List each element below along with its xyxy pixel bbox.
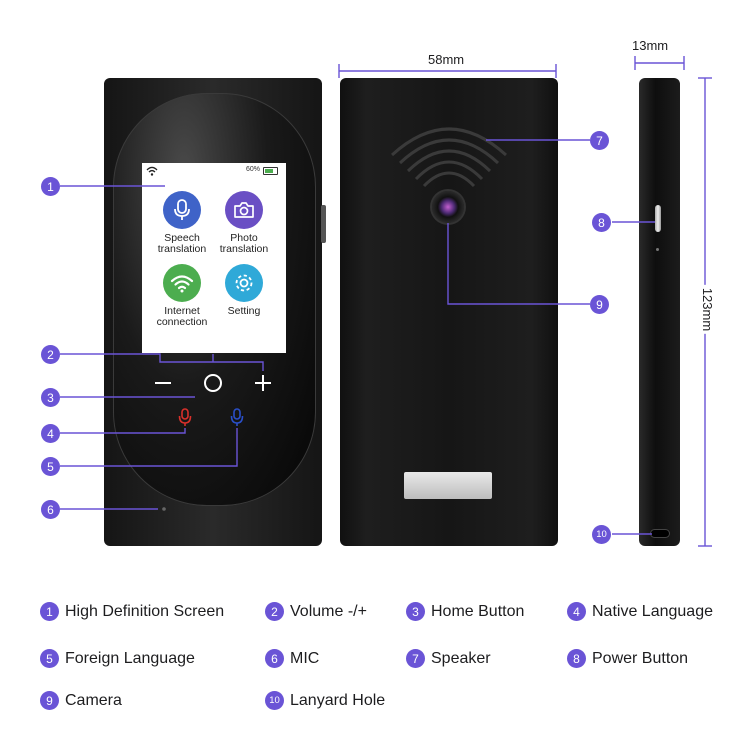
app-photo-translation[interactable]: Photo translation <box>199 191 289 255</box>
wifi-status-icon <box>146 166 158 176</box>
legend-label: Speaker <box>431 649 491 667</box>
legend-badge: 1 <box>40 602 59 621</box>
battery-icon <box>263 167 278 175</box>
callout-badge-9: 9 <box>590 295 609 314</box>
legend-label: Foreign Language <box>65 649 195 667</box>
callout-badge-10: 10 <box>592 525 611 544</box>
app-label-line2: translation <box>157 243 207 255</box>
callout-badge-8: 8 <box>592 213 611 232</box>
legend-label: Native Language <box>592 602 713 620</box>
legend-badge: 9 <box>40 691 59 710</box>
legend-label: Volume -/+ <box>290 602 367 620</box>
legend-item: 9 Camera <box>40 691 122 710</box>
volume-down-button[interactable] <box>153 373 173 393</box>
camera-lens <box>432 191 464 223</box>
depth-dimension-label: 13mm <box>632 38 669 53</box>
legend-label: MIC <box>290 649 320 667</box>
legend-badge: 10 <box>265 691 284 710</box>
lanyard-plate <box>404 472 492 499</box>
app-internet-connection[interactable]: Internet connection <box>137 264 227 328</box>
legend-item: 3 Home Button <box>406 602 524 621</box>
legend-label: Home Button <box>431 602 525 620</box>
width-dimension-label: 58mm <box>424 52 469 67</box>
legend-badge: 5 <box>40 649 59 668</box>
volume-up-button[interactable] <box>253 373 273 393</box>
legend-badge: 7 <box>406 649 425 668</box>
side-hole <box>656 248 659 251</box>
native-language-mic-button[interactable] <box>176 405 194 429</box>
microphone-icon <box>163 191 201 229</box>
legend-label: Camera <box>65 691 122 709</box>
legend-item: 4 Native Language <box>567 602 713 621</box>
app-label-line1: Internet <box>164 305 200 317</box>
legend-label: Lanyard Hole <box>290 691 386 709</box>
legend-badge: 6 <box>265 649 284 668</box>
callout-badge-7: 7 <box>590 131 609 150</box>
callout-badge-4: 4 <box>41 424 60 443</box>
legend-label: High Definition Screen <box>65 602 225 620</box>
app-speech-translation[interactable]: Speech translation <box>137 191 227 255</box>
camera-icon <box>225 191 263 229</box>
app-label-line1: Speech <box>164 232 200 244</box>
legend-label: Power Button <box>592 649 689 667</box>
callout-badge-3: 3 <box>41 388 60 407</box>
legend-item: 8 Power Button <box>567 649 688 668</box>
app-label-line1: Photo <box>230 232 258 244</box>
side-device <box>639 78 680 546</box>
power-button[interactable] <box>655 205 661 232</box>
lanyard-hole <box>651 530 669 537</box>
app-label-line2: connection <box>156 316 208 328</box>
legend-badge: 3 <box>406 602 425 621</box>
battery-text: 60% <box>246 166 261 173</box>
touch-screen[interactable]: 60% Speech translation Photo translation… <box>142 163 286 353</box>
app-setting[interactable]: Setting <box>199 264 289 317</box>
home-button[interactable] <box>203 373 223 393</box>
app-label-line2: translation <box>219 243 269 255</box>
legend-item: 6 MIC <box>265 649 319 668</box>
legend-item: 7 Speaker <box>406 649 491 668</box>
callout-badge-1: 1 <box>41 177 60 196</box>
callout-badge-2: 2 <box>41 345 60 364</box>
callout-badge-6: 6 <box>41 500 60 519</box>
app-label-line1: Setting <box>227 305 261 317</box>
legend-badge: 8 <box>567 649 586 668</box>
callout-badge-5: 5 <box>41 457 60 476</box>
wifi-icon <box>163 264 201 302</box>
legend-badge: 4 <box>567 602 586 621</box>
legend-item: 10 Lanyard Hole <box>265 691 385 710</box>
legend-item: 5 Foreign Language <box>40 649 195 668</box>
foreign-language-mic-button[interactable] <box>228 405 246 429</box>
legend-item: 2 Volume -/+ <box>265 602 367 621</box>
height-dimension-label: 123mm <box>700 284 716 335</box>
legend-item: 1 High Definition Screen <box>40 602 224 621</box>
gear-icon <box>225 264 263 302</box>
side-volume-button <box>321 205 326 243</box>
legend-badge: 2 <box>265 602 284 621</box>
